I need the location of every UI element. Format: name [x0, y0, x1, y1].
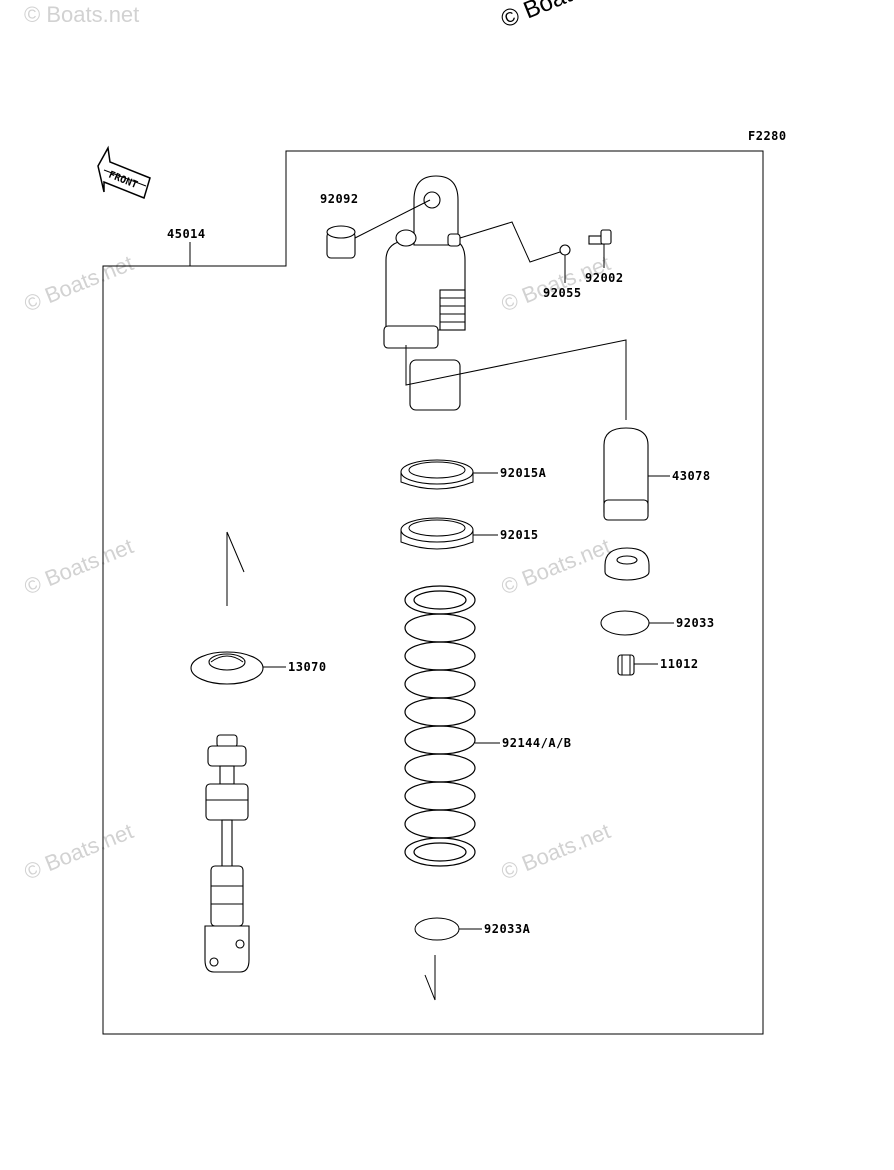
- circlip-92033A: [414, 917, 460, 941]
- front-arrow-icon: FRONT: [97, 145, 151, 200]
- label-13070[interactable]: 13070: [288, 660, 327, 674]
- label-92033[interactable]: 92033: [676, 616, 715, 630]
- label-92092[interactable]: 92092: [320, 192, 359, 206]
- assembly-frame: [102, 150, 764, 1035]
- diagram-code: F2280: [748, 129, 787, 143]
- watermark: © Boats.net: [21, 250, 137, 316]
- locknut-92015: [400, 517, 474, 550]
- label-92015[interactable]: 92015: [500, 528, 539, 542]
- locknut-92015A: [400, 459, 474, 490]
- watermark: © Boats.net: [24, 2, 139, 27]
- leader-43078-bladder: [405, 339, 627, 420]
- valve-11012: [617, 654, 635, 676]
- label-92144[interactable]: 92144/A/B: [502, 736, 572, 750]
- label-45014[interactable]: 45014: [167, 227, 206, 241]
- top-watermark: © Boats: [497, 0, 587, 34]
- circlip-92033: [600, 610, 650, 636]
- collar-92092: [326, 199, 431, 259]
- label-92015A[interactable]: 92015A: [500, 466, 547, 480]
- watermark: © Boats.net: [498, 533, 614, 599]
- watermark: © Boats.net: [498, 818, 614, 884]
- bolt-92002: [588, 229, 612, 245]
- watermark: © Boats.net: [21, 818, 137, 884]
- label-92033A[interactable]: 92033A: [484, 922, 531, 936]
- label-11012[interactable]: 11012: [660, 657, 699, 671]
- label-92002[interactable]: 92002: [585, 271, 624, 285]
- shock-body: [383, 175, 466, 411]
- spring-92144: [404, 585, 476, 867]
- reservoir-cap: [604, 547, 650, 581]
- label-43078[interactable]: 43078: [672, 469, 711, 483]
- alignment-line: [424, 955, 436, 1001]
- bladder-43078: [603, 427, 649, 521]
- watermark: © Boats.net: [21, 533, 137, 599]
- alignment-line: [226, 531, 245, 606]
- leader-92055: [459, 221, 561, 263]
- damper-rod: [204, 734, 250, 973]
- oring-92055: [559, 244, 571, 256]
- label-92055[interactable]: 92055: [543, 286, 582, 300]
- spring-seat-13070: [190, 651, 264, 685]
